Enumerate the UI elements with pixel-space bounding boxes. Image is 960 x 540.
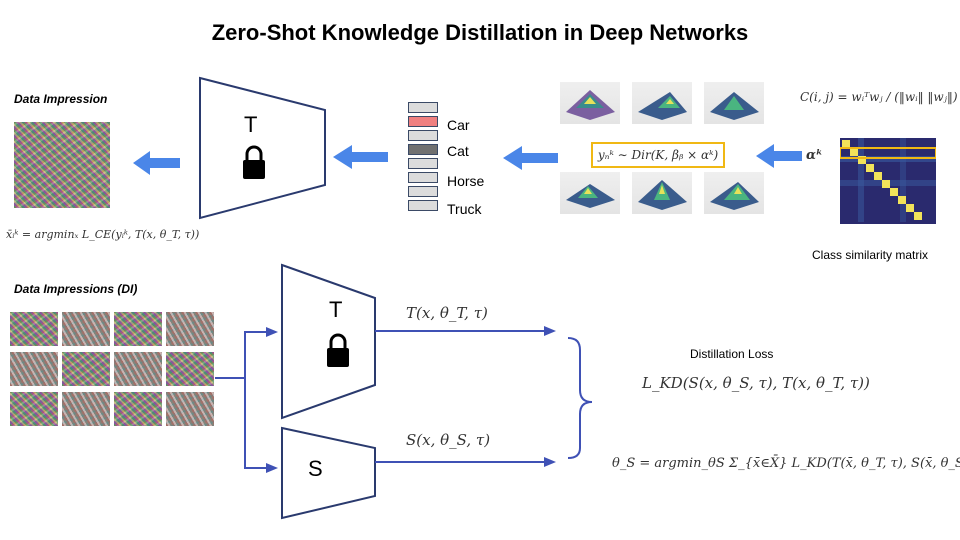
data-impression-thumb — [114, 352, 162, 386]
teacher-network-top — [199, 76, 326, 220]
arrowheads — [266, 326, 556, 473]
vector-cell-cat — [408, 144, 438, 155]
data-impression-image — [14, 122, 110, 208]
student-network — [281, 426, 376, 520]
data-impression-thumb — [62, 312, 110, 346]
vector-cell-car — [408, 116, 438, 127]
page-title: Zero-Shot Knowledge Distillation in Deep… — [211, 20, 749, 45]
class-similarity-matrix — [839, 138, 937, 234]
class-label-truck: Truck — [447, 201, 482, 217]
data-impression-thumb — [10, 352, 58, 386]
dirichlet-plot — [632, 172, 692, 214]
student-label: S — [308, 456, 323, 481]
student-output-label: S(x, θ_S, τ) — [406, 431, 491, 449]
data-impression-thumb — [166, 352, 214, 386]
data-impression-thumb — [166, 392, 214, 426]
data-impression-thumb — [62, 392, 110, 426]
dirichlet-plot — [704, 82, 764, 124]
dirichlet-plot — [560, 82, 620, 124]
teacher-label-bottom: T — [329, 297, 343, 322]
data-impression-label: Data Impression — [14, 92, 108, 106]
dirichlet-plot — [632, 82, 692, 124]
teacher-output-label: T(x, θ_T, τ) — [406, 304, 488, 322]
similarity-formula: C(i, j) = wᵢᵀwⱼ / (‖wᵢ‖ ‖wⱼ‖) — [800, 90, 958, 104]
class-label-cat: Cat — [447, 143, 469, 159]
arrow-left-icon — [756, 144, 802, 168]
arrow-left-icon — [333, 145, 388, 169]
dirichlet-plot — [704, 172, 764, 214]
dirichlet-formula: yₙᵏ ∼ Dir(K, βᵦ × αᵏ) — [591, 142, 725, 168]
loss-formula: L_KD(S(x, θ_S, τ), T(x, θ_T, τ)) — [642, 374, 870, 392]
alpha-label: αᵏ — [806, 148, 823, 163]
class-similarity-label: Class similarity matrix — [812, 248, 929, 262]
arrow-left-icon — [133, 151, 180, 175]
data-impression-thumb — [114, 312, 162, 346]
routing-lines — [215, 330, 593, 469]
data-impression-thumb — [114, 392, 162, 426]
teacher-network-bottom — [281, 263, 376, 420]
data-impression-thumb — [10, 392, 58, 426]
class-label-horse: Horse — [447, 173, 485, 189]
data-impressions-label: Data Impressions (DI) — [14, 282, 138, 296]
class-label-car: Car — [447, 117, 470, 133]
lock-icon — [327, 333, 349, 367]
data-impression-thumb — [62, 352, 110, 386]
data-impression-thumb — [10, 312, 58, 346]
data-impressions-grid — [10, 312, 215, 430]
distillation-loss-label: Distillation Loss — [690, 347, 774, 361]
dirichlet-samples — [560, 82, 768, 232]
class-output-vector — [408, 100, 442, 218]
argmin-formula: x̄ᵢᵏ = argminₓ L_CE(yᵢᵏ, T(x, θ_T, τ)) — [6, 228, 200, 241]
lock-icon — [243, 145, 265, 179]
teacher-label-top: T — [244, 112, 258, 137]
dirichlet-plot — [560, 172, 620, 214]
objective-formula: θ_S = argmin_θS Σ_{x̄∈X̄} L_KD(T(x̄, θ_T… — [612, 456, 960, 471]
arrow-left-icon — [503, 146, 558, 170]
data-impression-thumb — [166, 312, 214, 346]
